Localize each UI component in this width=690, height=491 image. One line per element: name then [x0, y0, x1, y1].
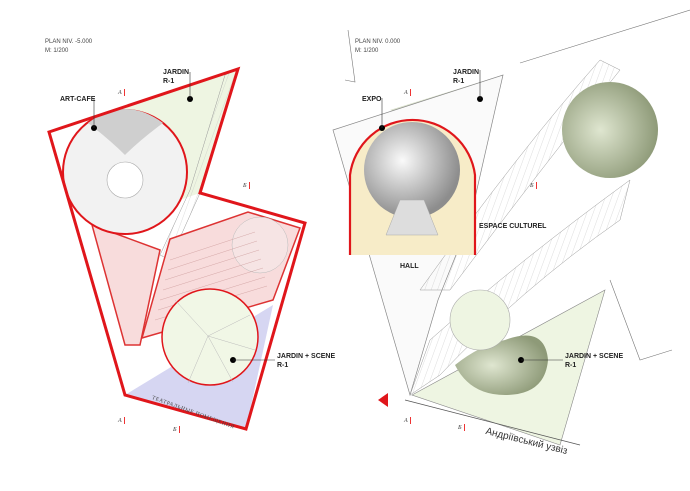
stage-circle	[231, 216, 289, 274]
art-cafe-seating	[88, 109, 163, 155]
street-line	[404, 399, 581, 446]
art-cafe-core	[106, 161, 144, 199]
upper-garden-ring	[449, 289, 511, 351]
section-mark-a-top: A	[118, 89, 125, 96]
label-expo: EXPO	[362, 96, 382, 103]
garden-stage-circle	[161, 288, 259, 386]
label-jardin-right: JARDIN	[453, 69, 480, 76]
label-jardin-level-right: R-1	[453, 78, 465, 85]
right-plan	[332, 9, 690, 446]
label-art-cafe: ART-CAFE	[60, 96, 96, 103]
left-plan-outline	[47, 66, 307, 431]
section-mark-b-bottom: Б	[173, 426, 180, 433]
right-plan-scale: M: 1/200	[355, 48, 379, 54]
garden-scene-dome	[455, 335, 548, 395]
label-jardin-level: R-1	[163, 78, 175, 85]
stage-rays	[174, 299, 256, 384]
label-jardin-scene: JARDIN + SCENE	[277, 353, 336, 360]
red-north-arrow	[378, 393, 388, 407]
label-jardin-scene-level-right: R-1	[565, 362, 577, 369]
section-mark-a-bottom: A	[118, 417, 125, 424]
left-plan	[47, 66, 307, 431]
section-mark-b-top: Б	[243, 182, 250, 189]
site-boundary-right	[519, 9, 690, 64]
site-boundary-top	[344, 29, 356, 83]
section-mark-b-bottom-right: Б	[458, 424, 465, 431]
label-jardin: JARDIN	[163, 69, 190, 76]
site-boundary-far-right	[609, 279, 673, 361]
green-dome	[562, 82, 658, 178]
left-hall	[90, 223, 161, 346]
right-plan-title: PLAN NIV. 0.000	[355, 39, 401, 45]
left-plan-title: PLAN NIV. -5.000	[45, 39, 93, 45]
label-espace-culturel: ESPACE CULTUREL	[479, 223, 547, 230]
left-plan-scale: M: 1/200	[45, 48, 69, 54]
label-hall: HALL	[400, 263, 419, 270]
label-jardin-scene-right: JARDIN + SCENE	[565, 353, 624, 360]
section-mark-a-top-right: A	[404, 89, 411, 96]
section-mark-b-top-right: Б	[530, 182, 537, 189]
label-jardin-scene-level: R-1	[277, 362, 289, 369]
expo-stairs	[385, 199, 439, 236]
section-mark-a-bottom-right: A	[404, 417, 411, 424]
expo-dome	[364, 122, 460, 218]
